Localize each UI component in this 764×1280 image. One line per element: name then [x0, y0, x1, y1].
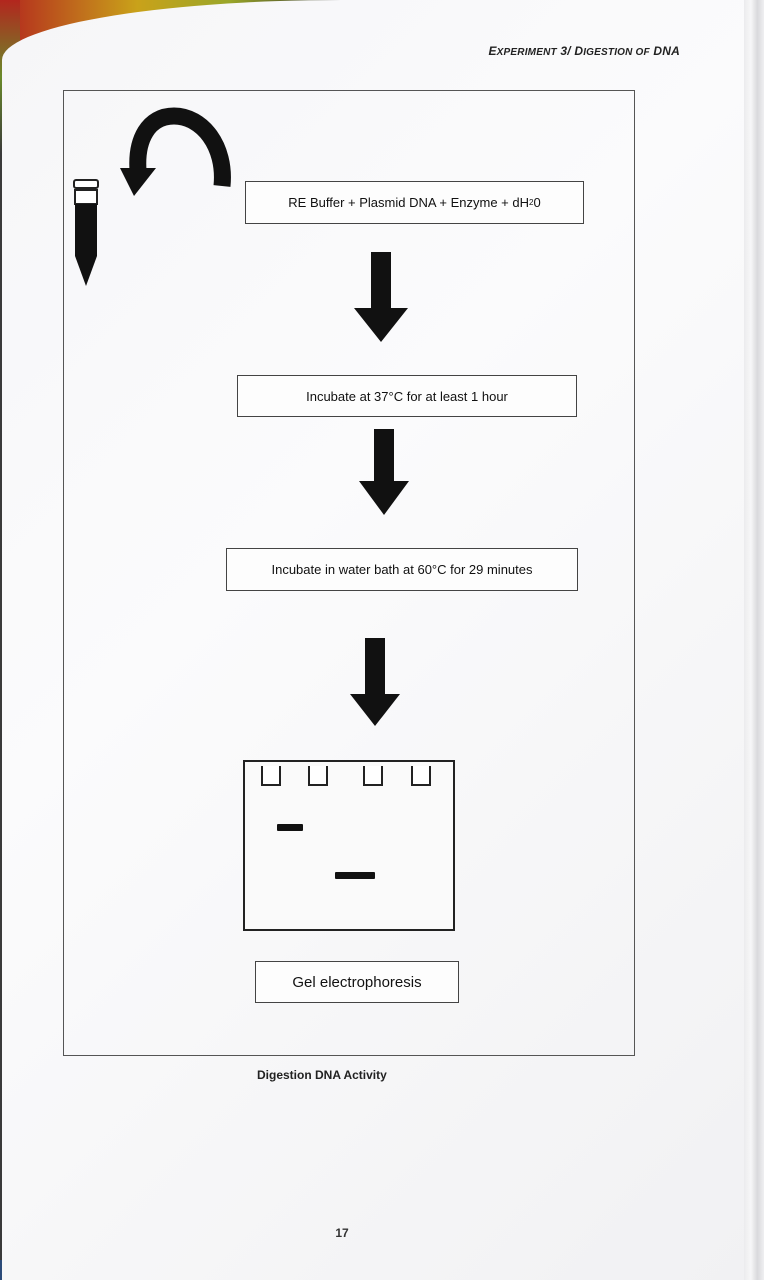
gel-band	[335, 872, 375, 879]
down-arrow-icon	[354, 252, 408, 342]
header-experiment-initial: E	[488, 44, 497, 58]
gel-well	[411, 766, 431, 786]
gel-band	[277, 824, 303, 831]
diagram-frame	[63, 90, 635, 1056]
header-topic-rest: IGESTION OF	[583, 47, 650, 58]
down-arrow-icon	[359, 429, 409, 515]
test-tube-icon	[73, 179, 99, 286]
gel-well	[308, 766, 328, 786]
down-arrow-icon	[350, 638, 400, 726]
page-number: 17	[335, 1226, 349, 1240]
step-water-bath-text: Incubate in water bath at 60°C for 29 mi…	[271, 562, 533, 577]
step-incubate-37-text: Incubate at 37°C for at least 1 hour	[306, 388, 508, 404]
curved-arrow-icon	[120, 107, 231, 196]
step-incubate-37: Incubate at 37°C for at least 1 hour	[237, 375, 577, 417]
header-experiment-number: 3/	[560, 44, 571, 58]
gel-well	[261, 766, 281, 786]
step-gel-electrophoresis: Gel electrophoresis	[255, 961, 459, 1003]
header-topic-initial: D	[574, 44, 584, 58]
gel-diagram	[243, 760, 455, 931]
step-reaction-mix-text: RE Buffer + Plasmid DNA + Enzyme + dH	[288, 195, 530, 210]
book-page: EXPERIMENT 3/ DIGESTION OF DNA RE Buffer…	[2, 0, 744, 1280]
gel-well	[363, 766, 383, 786]
figure-caption: Digestion DNA Activity	[257, 1068, 387, 1082]
running-header: EXPERIMENT 3/ DIGESTION OF DNA	[488, 44, 680, 64]
header-experiment-rest: XPERIMENT	[496, 47, 557, 58]
header-topic-last: DNA	[653, 44, 680, 58]
step-gel-electrophoresis-text: Gel electrophoresis	[292, 973, 422, 991]
step-reaction-mix-text-end: 0	[533, 195, 541, 210]
step-water-bath: Incubate in water bath at 60°C for 29 mi…	[226, 548, 578, 591]
step-reaction-mix-superscript: 2	[529, 198, 534, 207]
